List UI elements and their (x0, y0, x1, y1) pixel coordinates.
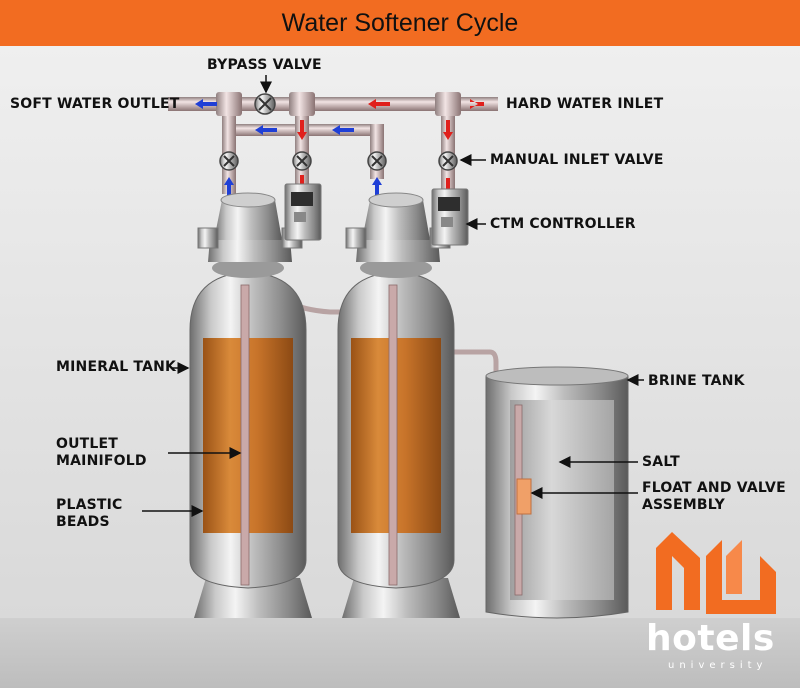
soft-water-arrow (372, 177, 382, 197)
label-plastic-beads-line1: PLASTIC (56, 497, 123, 513)
label-mineral-tank: MINERAL TANK (56, 359, 177, 375)
control-head (208, 238, 292, 262)
page-title: Water Softener Cycle (281, 8, 519, 37)
soft-water-arrow (195, 99, 217, 109)
controller-button (294, 212, 306, 222)
main-pipe (168, 97, 498, 111)
valve-icon[interactable] (292, 151, 312, 171)
controller-button (441, 217, 453, 227)
logo-tagline: university (668, 660, 768, 671)
control-head-top (214, 200, 282, 240)
pipe-tee-2 (289, 92, 315, 116)
hard-water-arrow (368, 99, 390, 109)
soft-water-arrow (255, 125, 277, 135)
controller-screen (291, 192, 313, 206)
label-bypass-valve: BYPASS VALVE (207, 57, 322, 73)
label-brine-tank: BRINE TANK (648, 373, 745, 389)
mineral-tank-2 (337, 192, 460, 618)
outlet-manifold-tube (240, 284, 250, 586)
bypass-valve-icon[interactable] (254, 93, 276, 115)
float-valve-assembly (516, 478, 532, 515)
soft-water-arrow (332, 125, 354, 135)
label-soft-water-outlet: SOFT WATER OUTLET (10, 96, 180, 112)
mineral-tank-1 (189, 192, 312, 618)
label-outlet-manifold-line2: MAINIFOLD (56, 453, 147, 469)
valves (219, 93, 458, 171)
label-float-valve-line1: FLOAT AND VALVE (642, 480, 786, 496)
pipe-tee-1 (216, 92, 242, 116)
riser-pipe-1 (222, 104, 236, 194)
hard-water-arrow (470, 99, 484, 109)
label-salt: SALT (642, 454, 680, 470)
control-head (356, 238, 440, 262)
label-hard-water-inlet: HARD WATER INLET (506, 96, 664, 112)
label-outlet-manifold-line1: OUTLET (56, 436, 119, 452)
manual-inlet-valve-icon[interactable] (438, 151, 458, 171)
hotels-university-logo-icon (656, 532, 776, 614)
valve-icon[interactable] (219, 151, 239, 171)
label-manual-inlet-valve: MANUAL INLET VALVE (490, 152, 664, 168)
tank-base (194, 578, 312, 618)
ctm-controller-2[interactable] (431, 188, 469, 246)
label-plastic-beads-line2: BEADS (56, 514, 110, 530)
brine-tank (485, 366, 629, 619)
outlet-manifold-tube (388, 284, 398, 586)
label-ctm-controller: CTM CONTROLLER (490, 216, 636, 232)
controller-screen (438, 197, 460, 211)
label-float-valve-line2: ASSEMBLY (642, 497, 726, 513)
hard-water-arrow (443, 120, 453, 140)
title-banner: Water Softener Cycle (0, 0, 800, 46)
ctm-controller-1[interactable] (284, 183, 322, 241)
riser-pipe-4 (441, 104, 455, 189)
valve-icon[interactable] (367, 151, 387, 171)
leader-arrows (142, 75, 644, 517)
floor (0, 618, 800, 688)
tank-base (342, 578, 460, 618)
logo-name: hotels (646, 618, 775, 659)
pipe-tee-3 (435, 92, 461, 116)
control-head-top (362, 200, 430, 240)
soft-water-arrow (224, 177, 234, 197)
hard-water-arrow (297, 120, 307, 140)
